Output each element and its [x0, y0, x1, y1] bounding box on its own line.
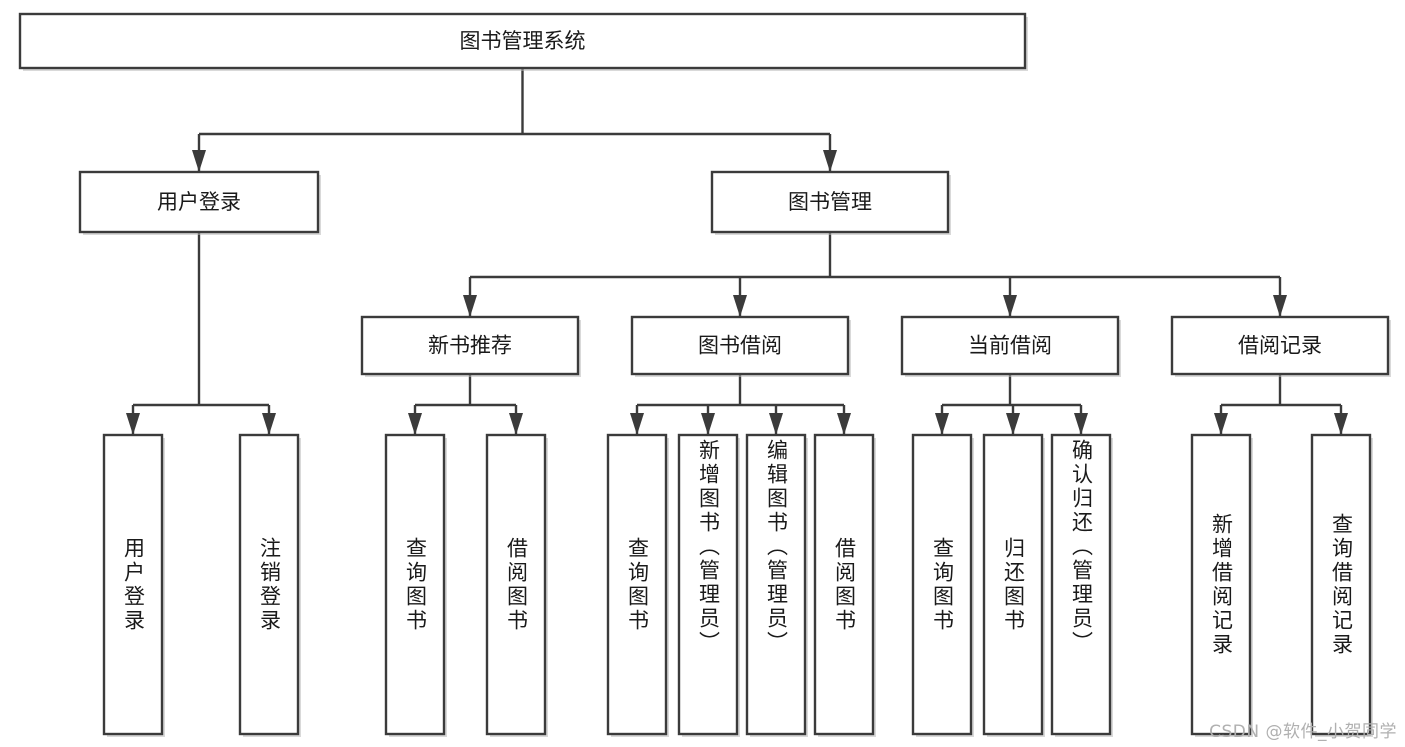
node-label: 当前借阅	[968, 334, 1052, 358]
arrow-head-icon	[935, 413, 949, 435]
arrow-head-icon	[1003, 295, 1017, 317]
arrow-head-icon	[509, 413, 523, 435]
arrow-head-icon	[126, 413, 140, 435]
arrow-head-icon	[1074, 413, 1088, 435]
arrow-head-icon	[630, 413, 644, 435]
node-leaf-query-book-rec[interactable]	[384, 433, 446, 736]
arrow-head-icon	[837, 413, 851, 435]
node-leaf-user-login[interactable]	[102, 433, 164, 736]
node-leaf-query-borrow-record[interactable]	[1310, 433, 1372, 736]
node-root[interactable]	[18, 12, 1027, 70]
watermark: CSDN @软件_小贺同学	[1209, 722, 1397, 742]
node-leaf-return-book[interactable]	[982, 433, 1044, 736]
arrow-head-icon	[262, 413, 276, 435]
arrow-head-icon	[823, 150, 837, 172]
arrow-head-icon	[192, 150, 206, 172]
node-label: 图书借阅	[698, 334, 782, 358]
node-leaf-query-book-current[interactable]	[911, 433, 973, 736]
node-leaf-add-book[interactable]	[677, 433, 739, 736]
node-book-borrow[interactable]	[630, 315, 850, 376]
arrow-head-icon	[733, 295, 747, 317]
node-leaf-add-borrow-record[interactable]	[1190, 433, 1252, 736]
node-book-manage[interactable]	[710, 170, 950, 234]
arrow-head-icon	[1273, 295, 1287, 317]
node-leaf-edit-book[interactable]	[745, 433, 807, 736]
node-borrow-record[interactable]	[1170, 315, 1390, 376]
node-leaf-borrow-book-rec[interactable]	[485, 433, 547, 736]
node-leaf-user-logout[interactable]	[238, 433, 300, 736]
node-label: 图书管理系统	[460, 29, 586, 53]
node-new-book-recommend[interactable]	[360, 315, 580, 376]
arrow-head-icon	[463, 295, 477, 317]
connector-layer	[126, 68, 1348, 435]
node-label: 用户登录	[157, 190, 241, 214]
arrow-head-icon	[701, 413, 715, 435]
arrow-head-icon	[1006, 413, 1020, 435]
node-label: 图书管理	[788, 190, 872, 214]
node-label: 借阅记录	[1238, 334, 1322, 358]
node-label: 新书推荐	[428, 334, 512, 358]
node-user-login[interactable]	[78, 170, 320, 234]
arrow-head-icon	[408, 413, 422, 435]
node-leaf-confirm-return[interactable]	[1050, 433, 1112, 736]
node-leaf-borrow-book[interactable]	[813, 433, 875, 736]
box-layer	[18, 12, 1391, 737]
node-leaf-query-book-borrow[interactable]	[606, 433, 668, 736]
arrow-head-icon	[769, 413, 783, 435]
arrow-head-icon	[1334, 413, 1348, 435]
arrow-head-icon	[1214, 413, 1228, 435]
node-current-borrow[interactable]	[900, 315, 1120, 376]
